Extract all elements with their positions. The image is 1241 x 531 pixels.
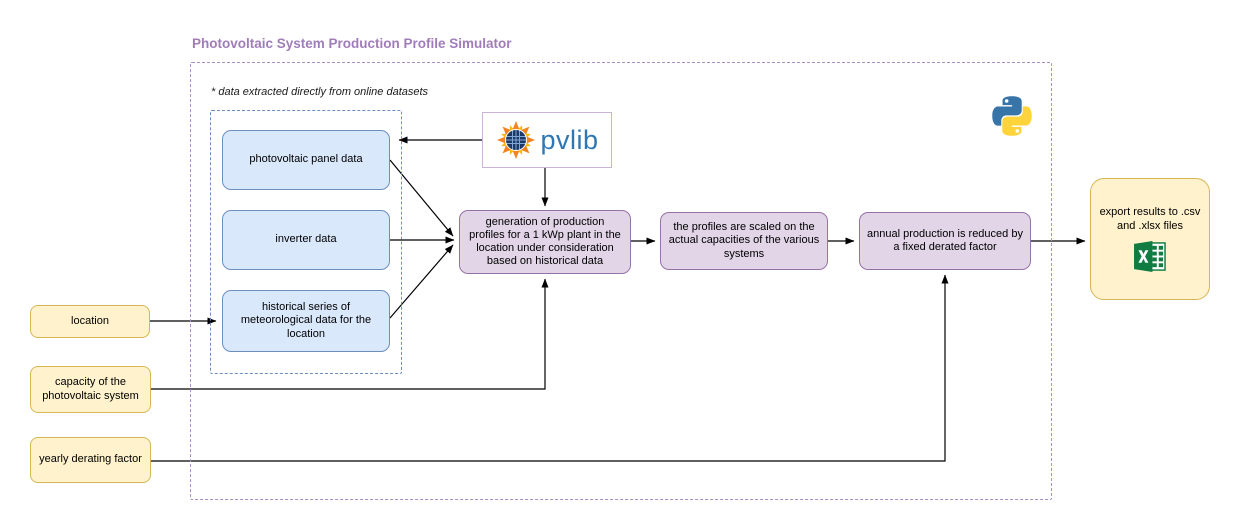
- node-export-results: export results to .csv and .xlsx files: [1090, 178, 1210, 300]
- node-label: generation of production profiles for a …: [469, 215, 621, 268]
- node-label: historical series of meteorological data…: [240, 301, 372, 340]
- simulator-boundary-box: [190, 62, 1052, 500]
- node-label: inverter data: [275, 233, 337, 246]
- node-label: yearly derating factor: [39, 453, 142, 466]
- node-label: photovoltaic panel data: [249, 153, 363, 166]
- node-historical-meteorological-data: historical series of meteorological data…: [222, 290, 390, 352]
- node-scale-profiles: the profiles are scaled on the actual ca…: [660, 212, 828, 270]
- node-location-input: location: [30, 305, 150, 338]
- node-photovoltaic-panel-data: photovoltaic panel data: [222, 130, 390, 190]
- excel-spreadsheet-icon: [1133, 240, 1166, 272]
- node-generate-production-profiles: generation of production profiles for a …: [459, 210, 631, 274]
- export-label: export results to .csv and .xlsx files: [1099, 206, 1201, 232]
- node-capacity-input: capacity of the photovoltaic system: [30, 366, 151, 413]
- node-label: capacity of the photovoltaic system: [42, 376, 139, 402]
- pvlib-logo-box: pvlib: [482, 112, 612, 168]
- node-inverter-data: inverter data: [222, 210, 390, 270]
- pvlib-sunburst-icon: [497, 121, 536, 159]
- pvlib-logo-label: pvlib: [540, 124, 599, 155]
- online-datasets-note: * data extracted directly from online da…: [211, 86, 429, 98]
- online-datasets-group-box: [210, 110, 402, 374]
- node-label: annual production is reduced by a fixed …: [867, 227, 1023, 253]
- page-title: Photovoltaic System Production Profile S…: [192, 36, 512, 51]
- node-apply-derated-factor: annual production is reduced by a fixed …: [859, 212, 1031, 270]
- python-logo-icon: [992, 96, 1032, 136]
- node-label: location: [71, 314, 109, 327]
- node-yearly-derating-factor-input: yearly derating factor: [30, 437, 151, 483]
- node-label: the profiles are scaled on the actual ca…: [668, 221, 820, 260]
